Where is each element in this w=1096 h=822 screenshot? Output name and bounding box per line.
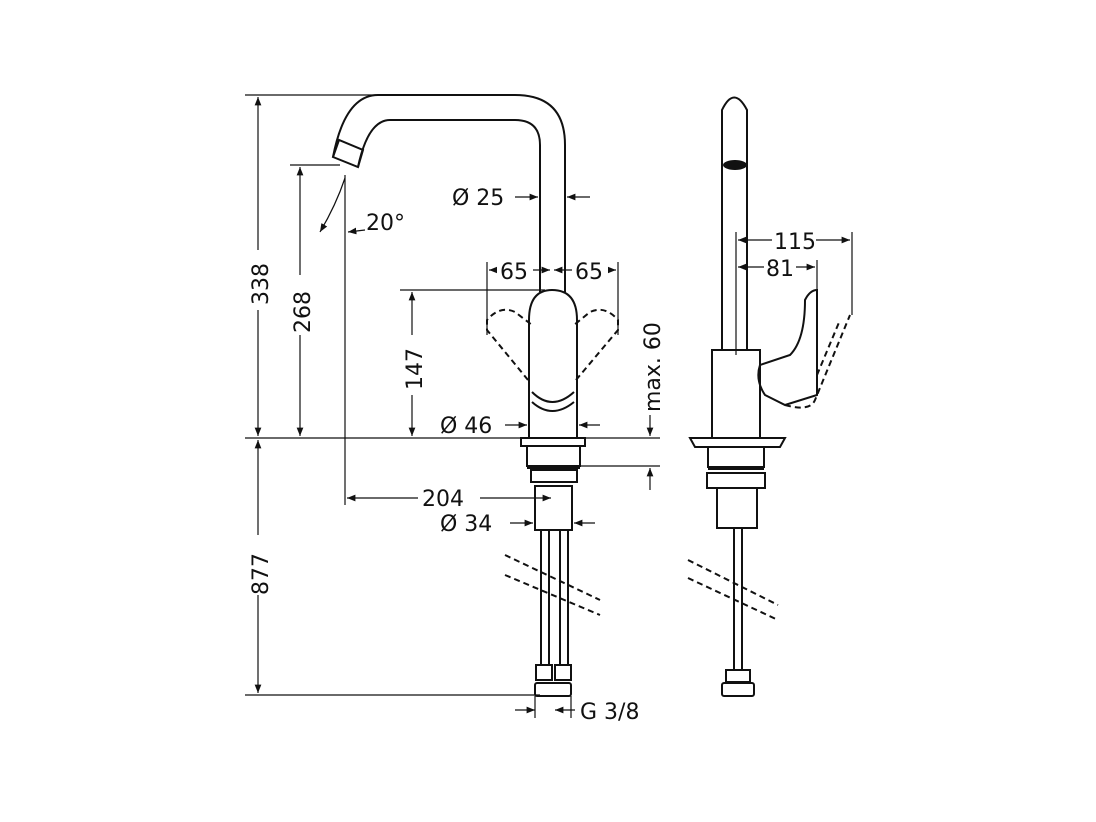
label-max-60: max. 60 xyxy=(641,322,666,412)
front-view xyxy=(331,94,619,697)
label-338: 338 xyxy=(249,263,274,305)
side-view xyxy=(687,96,853,697)
handle-swing-right xyxy=(573,308,619,381)
label-shank-diameter: Ø 34 xyxy=(440,512,492,537)
label-81: 81 xyxy=(766,257,794,282)
label-body-diameter: Ø 46 xyxy=(440,414,492,439)
label-reach: 204 xyxy=(422,487,464,512)
label-spout-diameter: Ø 25 xyxy=(452,186,504,211)
handle-swing-left xyxy=(486,308,533,381)
lever xyxy=(757,288,818,407)
spout xyxy=(332,94,566,292)
break-lines xyxy=(504,554,601,616)
dimension-lines xyxy=(245,94,660,718)
label-268: 268 xyxy=(291,291,316,333)
label-147: 147 xyxy=(403,348,428,390)
label-connection: G 3/8 xyxy=(580,700,639,725)
label-115: 115 xyxy=(774,230,816,255)
dimension-labels: 338 877 268 147 max. 60 Ø 25 65 65 Ø 46 … xyxy=(246,186,816,725)
label-swing-right: 65 xyxy=(575,260,603,285)
label-spout-angle: 20° xyxy=(366,211,405,236)
handle-body xyxy=(528,288,578,438)
label-877: 877 xyxy=(249,553,274,595)
label-swing-left: 65 xyxy=(500,260,528,285)
